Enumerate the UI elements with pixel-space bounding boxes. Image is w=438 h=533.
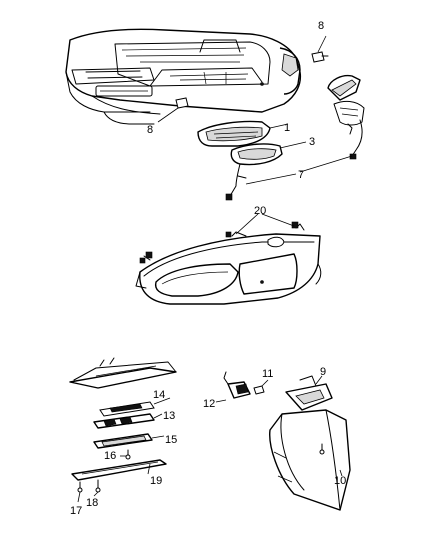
callout-18: 18	[86, 497, 98, 509]
callout-8-left: 8	[147, 124, 153, 136]
clip-fastener-top	[311, 35, 329, 63]
license-lamp-assembly	[69, 357, 177, 493]
callout-10: 10	[334, 475, 346, 487]
callout-3: 3	[309, 136, 315, 148]
callout-14: 14	[153, 389, 165, 401]
callout-1: 1	[284, 122, 290, 134]
callout-7: 7	[298, 169, 304, 181]
rear-lamp-assembly	[197, 120, 289, 147]
callout-15: 15	[165, 434, 177, 446]
callout-11: 11	[262, 368, 273, 380]
lamp-lens	[230, 141, 307, 166]
callout-17: 17	[70, 505, 82, 517]
vehicle-rear-assembly	[65, 28, 302, 125]
callout-19: 19	[150, 475, 162, 487]
side-marker-lamp	[327, 74, 365, 160]
rear-fascia	[135, 213, 322, 305]
wiring-harness	[225, 155, 353, 201]
callout-16: 16	[104, 450, 116, 462]
callout-8-top: 8	[318, 20, 324, 32]
clip-fastener-left	[157, 97, 189, 123]
callout-13: 13	[163, 410, 175, 422]
callout-20: 20	[254, 205, 266, 217]
lamp-socket-bracket	[215, 371, 351, 511]
callout-12: 12	[203, 398, 215, 410]
callout-9: 9	[320, 366, 326, 378]
